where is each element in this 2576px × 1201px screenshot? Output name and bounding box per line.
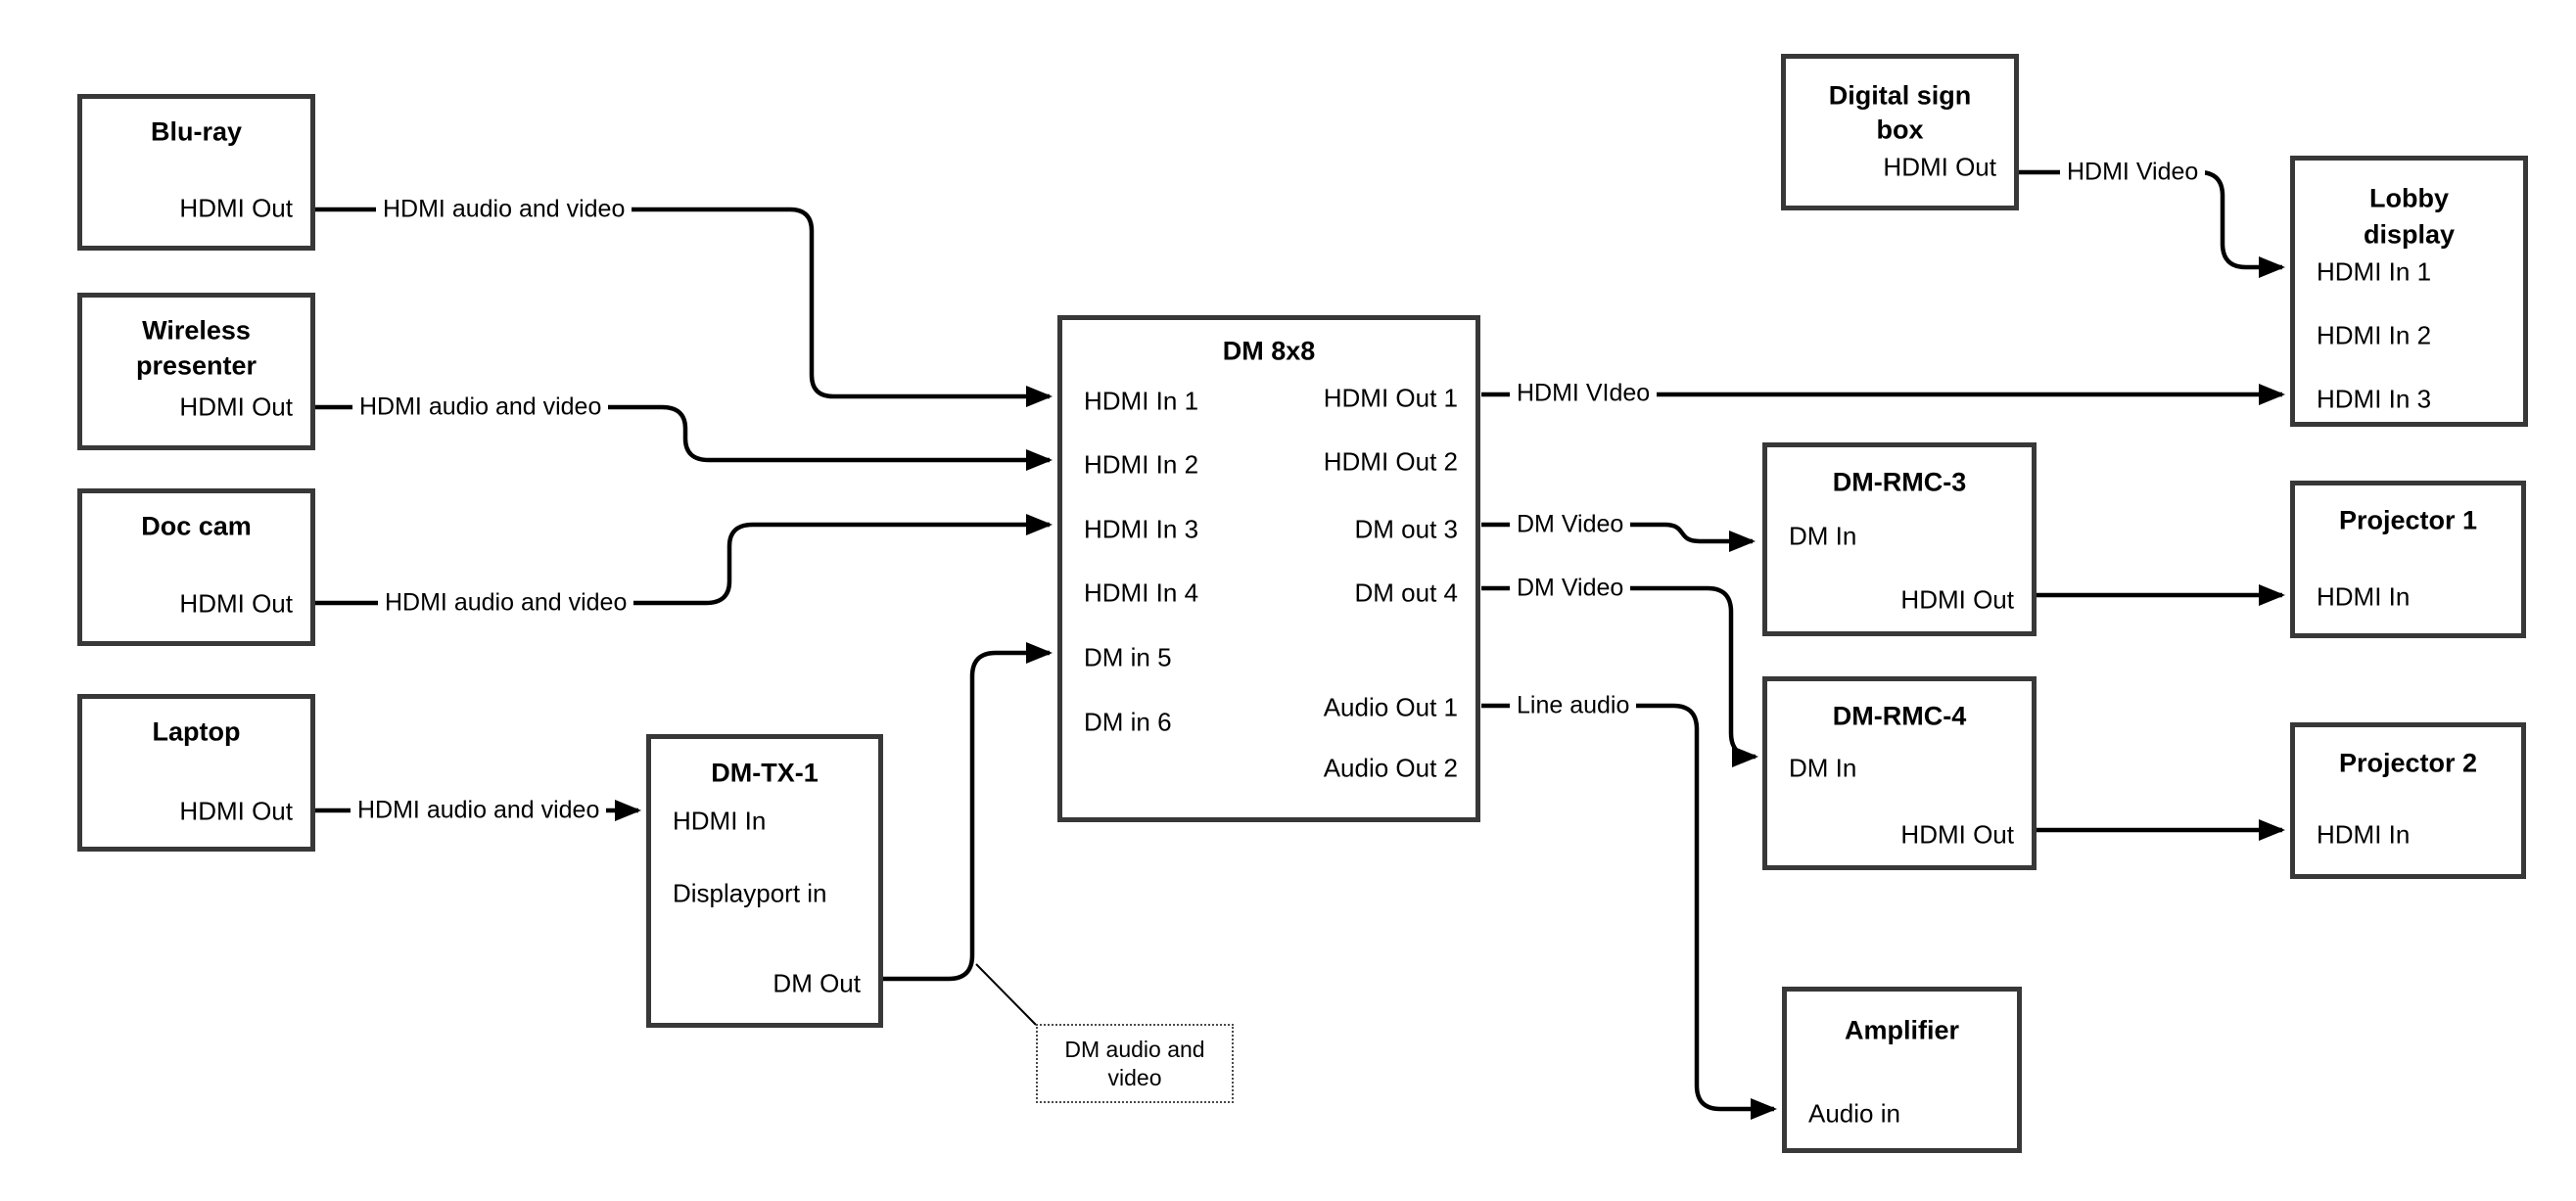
port-hdmi-in-2: HDMI In 2 <box>2317 320 2432 350</box>
port-hdmi-in: HDMI In <box>2317 581 2411 612</box>
port-dm-in: DM In <box>1789 753 1857 783</box>
node-title: DM 8x8 <box>1222 336 1316 366</box>
port-hdmi-in-4: HDMI In 4 <box>1084 577 1199 608</box>
node-title: DM-RMC-3 <box>1832 467 1967 497</box>
node-dm-rmc-3: DM-RMC-3 DM In HDMI Out <box>1762 442 2037 636</box>
node-title: box <box>1876 115 1924 145</box>
port-hdmi-out: HDMI Out <box>179 392 293 422</box>
wire-dm8x8-audio-out-1-to-amplifier <box>1481 703 1777 1120</box>
wire-label-line-audio: Line audio <box>1510 690 1637 721</box>
port-dm-in-6: DM in 6 <box>1084 707 1172 737</box>
note-dm-audio-and-video: DM audio and video <box>1036 1024 1234 1103</box>
node-projector-2: Projector 2 HDMI In <box>2290 722 2526 879</box>
port-dm-in: DM In <box>1789 521 1857 551</box>
node-title: Projector 1 <box>2338 505 2478 535</box>
port-hdmi-in: HDMI In <box>2317 819 2411 850</box>
node-title: DM-RMC-4 <box>1832 701 1967 731</box>
port-audio-out-2: Audio Out 2 <box>1323 753 1458 783</box>
node-title: Blu-ray <box>150 116 243 147</box>
wire-dm8x8-dm-out-3-to-rmc3-dm-in <box>1481 522 1756 552</box>
node-dm-rmc-4: DM-RMC-4 DM In HDMI Out <box>1762 676 2037 870</box>
wire-label-doccam: HDMI audio and video <box>378 587 634 619</box>
node-digital-sign-box: Digital sign box HDMI Out <box>1781 54 2019 210</box>
node-laptop: Laptop HDMI Out <box>77 694 315 852</box>
node-projector-1: Projector 1 HDMI In <box>2290 481 2526 638</box>
node-title: Projector 2 <box>2338 748 2478 778</box>
node-title: Amplifier <box>1844 1015 1960 1045</box>
node-lobby-display: Lobby display HDMI In 1 HDMI In 2 HDMI I… <box>2290 156 2528 427</box>
port-hdmi-out: HDMI Out <box>179 588 293 619</box>
wire-dmtx-to-dm8x8-dm-in-5 <box>883 642 1053 982</box>
port-hdmi-out: HDMI Out <box>179 193 293 223</box>
port-hdmi-out: HDMI Out <box>1900 819 2014 850</box>
wire-label-hdmi-video-sign: HDMI Video <box>2060 157 2206 188</box>
port-displayport-in: Displayport in <box>673 878 827 908</box>
wire-dm8x8-dm-out-4-to-rmc4-dm-in <box>1481 585 1758 767</box>
node-title: Doc cam <box>141 511 252 541</box>
wire-wireless-to-dm8x8-hdmi-in-2 <box>315 404 1053 471</box>
port-hdmi-out: HDMI Out <box>1883 152 1996 182</box>
wire-bluray-to-dm8x8-hdmi-in-1 <box>315 207 1053 407</box>
port-hdmi-in-3: HDMI In 3 <box>1084 514 1199 544</box>
port-hdmi-out-1: HDMI Out 1 <box>1323 383 1458 413</box>
port-hdmi-in-2: HDMI In 2 <box>1084 449 1199 480</box>
port-hdmi-in-3: HDMI In 3 <box>2317 384 2432 414</box>
node-amplifier: Amplifier Audio in <box>1782 987 2022 1153</box>
wire-label-hdmi-video-out1: HDMI VIdeo <box>1510 378 1658 409</box>
wire-label-dm-video-out3: DM Video <box>1510 509 1631 540</box>
port-dm-out: DM Out <box>773 968 861 998</box>
note-leader-line <box>975 963 1037 1026</box>
wire-label-bluray: HDMI audio and video <box>376 194 632 225</box>
node-wireless-presenter: Wireless presenter HDMI Out <box>77 293 315 450</box>
node-title: Laptop <box>152 716 241 747</box>
node-title: presenter <box>135 350 258 381</box>
port-dm-in-5: DM in 5 <box>1084 642 1172 672</box>
port-audio-in: Audio in <box>1808 1098 1900 1129</box>
node-dm-8x8: DM 8x8 HDMI In 1 HDMI In 2 HDMI In 3 HDM… <box>1057 315 1480 822</box>
wire-label-dm-video-out4: DM Video <box>1510 573 1631 604</box>
node-title: Wireless <box>142 315 251 346</box>
wire-digitalsign-to-lobby-hdmi-in-1 <box>2019 169 2285 278</box>
node-title: display <box>2363 219 2456 250</box>
port-hdmi-in-1: HDMI In 1 <box>2317 256 2432 287</box>
port-audio-out-1: Audio Out 1 <box>1323 692 1458 722</box>
port-hdmi-out-2: HDMI Out 2 <box>1323 446 1458 477</box>
node-title: Lobby <box>2369 183 2449 213</box>
port-dm-out-4: DM out 4 <box>1354 577 1459 608</box>
wire-label-wireless: HDMI audio and video <box>352 392 609 423</box>
wire-label-laptop: HDMI audio and video <box>351 795 607 826</box>
port-hdmi-out: HDMI Out <box>1900 584 2014 615</box>
wire-doccam-to-dm8x8-hdmi-in-3 <box>315 514 1053 606</box>
node-title: Digital sign <box>1828 80 1972 111</box>
node-title: DM-TX-1 <box>711 758 819 788</box>
node-bluray: Blu-ray HDMI Out <box>77 94 315 251</box>
port-hdmi-in: HDMI In <box>673 806 767 836</box>
node-dm-tx-1: DM-TX-1 HDMI In Displayport in DM Out <box>646 734 883 1028</box>
note-text: DM audio and video <box>1064 1036 1205 1090</box>
port-dm-out-3: DM out 3 <box>1354 514 1459 544</box>
port-hdmi-in-1: HDMI In 1 <box>1084 386 1199 416</box>
port-hdmi-out: HDMI Out <box>179 796 293 826</box>
node-doc-cam: Doc cam HDMI Out <box>77 488 315 646</box>
